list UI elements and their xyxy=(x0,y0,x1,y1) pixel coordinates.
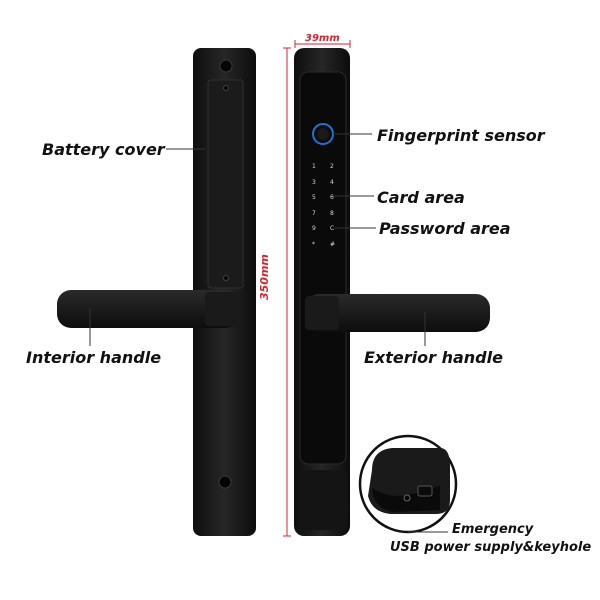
emergency-inset xyxy=(358,434,458,534)
keypad-key[interactable]: * xyxy=(312,240,315,248)
exterior-panel xyxy=(294,48,350,536)
keypad-key[interactable]: # xyxy=(330,240,336,248)
emergency-label: Emergency xyxy=(452,522,534,537)
fingerprint-sensor-label: Fingerprint sensor xyxy=(377,126,545,145)
keypad-key[interactable]: 8 xyxy=(330,209,334,217)
keypad-key[interactable]: 9 xyxy=(312,225,316,232)
password-area-label: Password area xyxy=(379,219,511,238)
keypad-key[interactable]: 4 xyxy=(330,178,334,186)
keypad-key[interactable]: 1 xyxy=(312,163,316,170)
height-dimension: 350mm xyxy=(258,254,271,300)
top-screw-icon xyxy=(219,59,233,73)
keypad-key[interactable]: 2 xyxy=(330,163,334,170)
width-dimension: 39mm xyxy=(305,33,340,44)
keypad-key[interactable]: 5 xyxy=(312,194,316,201)
usb-port-icon xyxy=(417,485,433,497)
interior-handle-label: Interior handle xyxy=(26,348,162,367)
keypad-key[interactable]: 3 xyxy=(312,178,316,186)
battery-cover-label: Battery cover xyxy=(42,140,165,159)
exterior-handle-label: Exterior handle xyxy=(364,348,503,367)
dimension-lines xyxy=(283,40,351,537)
card-area-label: Card area xyxy=(377,188,465,207)
interior-handle-graphic xyxy=(57,290,240,328)
usb-keyhole-label: USB power supply&keyhole xyxy=(390,540,592,555)
keypad-key[interactable]: 7 xyxy=(312,209,316,217)
keypad-key[interactable]: C xyxy=(330,225,335,232)
bottom-screw-icon xyxy=(218,475,232,489)
leader-lines xyxy=(89,133,448,533)
keyhole-icon xyxy=(403,494,411,502)
keypad-key[interactable]: 6 xyxy=(330,194,334,201)
battery-cover-plate xyxy=(207,79,244,289)
exterior-handle-graphic xyxy=(305,294,490,332)
